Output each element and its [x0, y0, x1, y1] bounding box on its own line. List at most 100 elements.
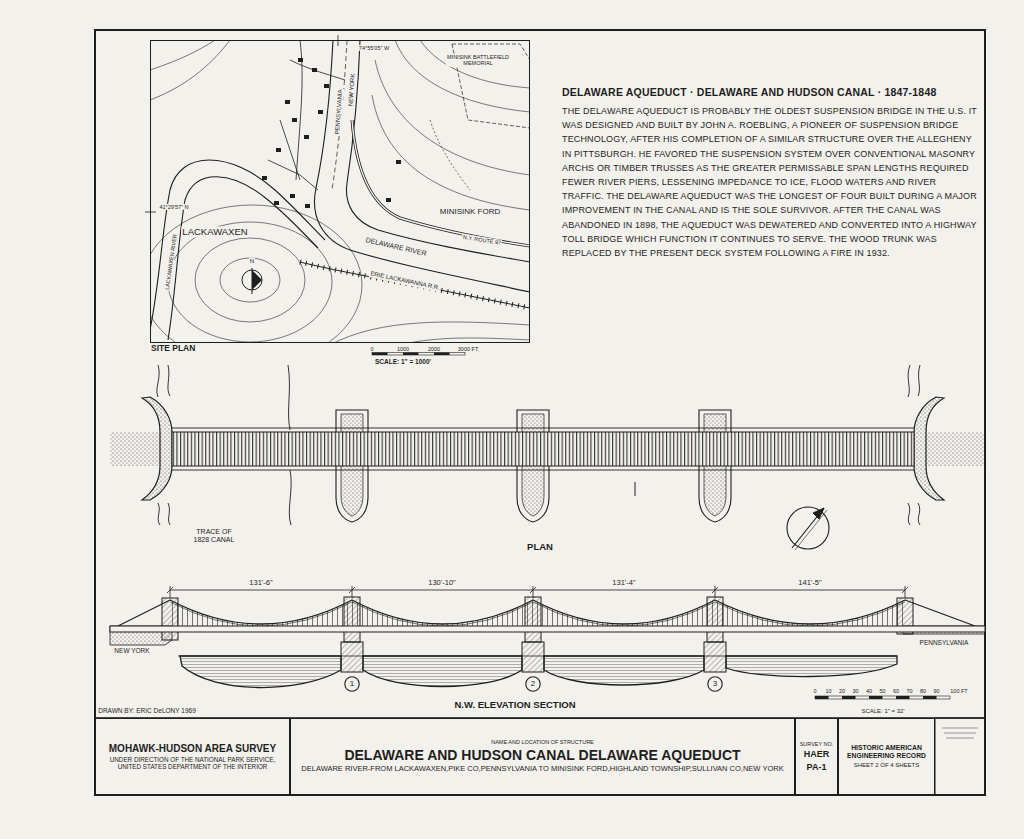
library-stamp	[946, 738, 974, 739]
river-bank	[158, 503, 160, 525]
map-label: PENNSYLVANIA	[334, 88, 344, 136]
circle-outline	[708, 677, 722, 691]
state-name: PENNSYLVANIA	[920, 639, 969, 646]
field-caption: SURVEY NO.	[800, 741, 834, 747]
pier-number-circle: 3	[707, 676, 723, 692]
pier-tower	[522, 642, 544, 672]
coordinate: 74°55'05" W	[358, 45, 390, 51]
aqueduct-deck	[172, 432, 914, 466]
village-street	[280, 120, 300, 180]
map-label: NEW YORK	[347, 73, 356, 108]
north-arrow	[795, 510, 827, 550]
agency-name: HISTORIC AMERICAN ENGINEERING RECORD	[842, 744, 931, 760]
note-label: TRACE OF 1828 CANAL	[187, 528, 241, 544]
structure-name: DELAWARE AND HUDSON CANAL DELAWARE AQUED…	[344, 747, 740, 763]
scale-number: 1000	[397, 345, 409, 351]
village-street	[296, 40, 302, 180]
building	[290, 194, 295, 198]
river-bank	[157, 365, 920, 525]
river-bank	[168, 503, 170, 525]
scale-number: 3000 FT	[458, 345, 478, 351]
scale-bar	[815, 696, 829, 699]
coordinate: 41°29'57" N	[158, 204, 189, 210]
river-bank	[918, 365, 920, 396]
dimension: 130'-10"	[427, 579, 456, 588]
scale-number: 2000	[428, 345, 440, 351]
scale-note: SCALE: 1" = 1000'	[375, 358, 431, 365]
dimension-line	[167, 587, 908, 593]
structure-location: DELAWARE RIVER-FROM LACKAWAXEN,PIKE CO,P…	[301, 765, 783, 774]
river-bank	[918, 503, 920, 525]
north-label: N	[249, 258, 255, 265]
contour-line	[150, 205, 362, 343]
circle-outline	[345, 677, 359, 691]
road-name: N.Y. ROUTE 97	[462, 234, 503, 247]
scale-bar	[923, 696, 937, 699]
pier-tower	[707, 597, 723, 642]
aqueduct-deck	[172, 470, 914, 471]
dimension-line	[170, 586, 905, 598]
pier-tower	[344, 597, 360, 642]
contour-line	[150, 40, 215, 70]
view-title: N.W. ELEVATION SECTION	[454, 700, 575, 711]
building	[305, 204, 310, 208]
north-arrow	[787, 507, 829, 549]
pier-number-circle: 1	[344, 676, 360, 692]
dimension: 131'-6"	[248, 579, 273, 588]
river-bank	[346, 40, 530, 262]
building	[262, 176, 267, 180]
pier-tower	[162, 598, 178, 640]
hanger-rods	[352, 600, 533, 626]
bridge-deck	[110, 626, 985, 632]
river-bank	[168, 177, 318, 340]
north-arrow	[242, 270, 262, 290]
contour-line	[168, 222, 332, 342]
building	[285, 100, 290, 104]
survey-cell: MOHAWK-HUDSON AREA SURVEYUNDER DIRECTION…	[95, 718, 290, 795]
river-bank	[150, 40, 530, 340]
circle-outline	[526, 677, 540, 691]
title-block-frame	[95, 718, 985, 795]
building	[304, 135, 309, 139]
ground	[110, 626, 985, 645]
scale-number: 0	[813, 687, 816, 693]
river-bank	[288, 365, 290, 430]
hanger-rods	[170, 600, 352, 626]
village-street	[268, 40, 345, 190]
sheet-heading: DELAWARE AQUEDUCT · DELAWARE AND HUDSON …	[562, 86, 936, 98]
suspension-cable	[118, 600, 975, 626]
building	[298, 58, 303, 62]
river-name: DELAWARE RIVER	[364, 236, 428, 258]
sheet-number: SHEET 2 OF 4 SHEETS	[854, 762, 920, 769]
survey-code: PA-1	[807, 762, 827, 772]
north-arrow	[252, 270, 262, 290]
scale-number: 100 FT	[950, 687, 967, 693]
view-title: SITE PLAN	[151, 344, 195, 354]
scale-bar	[372, 353, 465, 356]
state-line	[332, 40, 347, 190]
contour-line	[150, 40, 230, 100]
railroad	[300, 262, 530, 308]
pier-tower	[525, 597, 541, 642]
north-arrow	[787, 507, 829, 550]
river-bank	[908, 365, 910, 397]
river-bank	[908, 503, 910, 525]
contour-line	[330, 322, 530, 343]
highway	[352, 120, 530, 246]
agency-note: UNDER DIRECTION OF THE NATIONAL PARK SER…	[99, 756, 286, 770]
structure-cell: NAME AND LOCATION OF STRUCTUREDELAWARE A…	[290, 718, 795, 795]
pier-number-circle: 2	[525, 676, 541, 692]
sheet-border	[95, 30, 985, 795]
river-bank	[314, 40, 530, 292]
river-bank	[289, 470, 291, 525]
building	[324, 84, 329, 88]
scale-number: 0	[370, 345, 373, 351]
building	[276, 148, 281, 152]
railroad-name: ERIE LACKAWANNA R.R.	[369, 270, 441, 292]
river-section	[726, 656, 897, 677]
scale-number: 60	[893, 687, 899, 693]
building	[262, 58, 401, 208]
building	[274, 201, 279, 205]
pier-tower	[704, 642, 726, 672]
place-name: MINISINK FORD	[439, 207, 501, 216]
